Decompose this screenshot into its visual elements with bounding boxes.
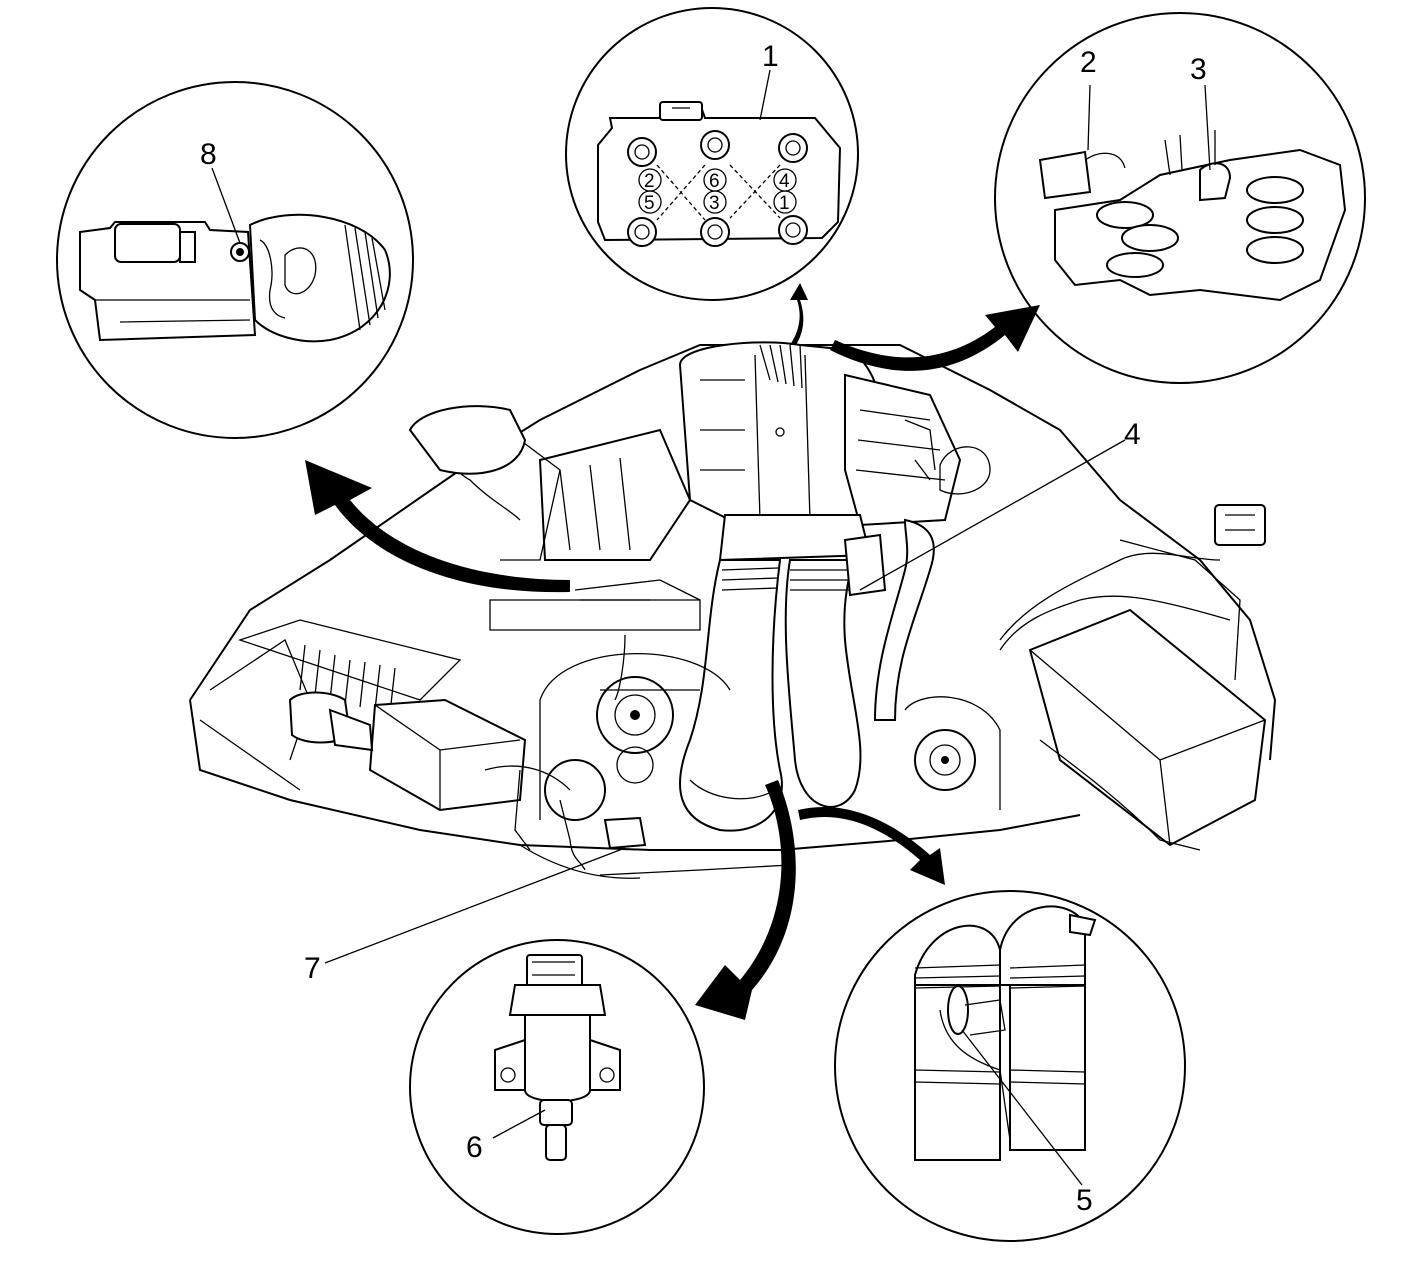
detail-circle-2-3: 2 3 bbox=[994, 12, 1366, 384]
callout-label-6: 6 bbox=[466, 1131, 483, 1164]
engine-bay-illustration bbox=[189, 341, 1277, 879]
callout-label-5: 5 bbox=[1076, 1184, 1093, 1217]
arrow-to-circle-2-3 bbox=[830, 305, 1040, 371]
cylinder-number-top-left: 2 bbox=[644, 171, 655, 192]
detail-circle-5: 5 bbox=[834, 890, 1186, 1242]
coil-towers bbox=[627, 130, 808, 247]
arrow-to-circle-5 bbox=[798, 807, 945, 885]
cylinder-number-bottom-middle: 3 bbox=[709, 193, 720, 214]
arrow-to-circle-1 bbox=[790, 283, 808, 345]
pointer-arrows bbox=[305, 283, 1040, 1020]
cylinder-number-top-right: 4 bbox=[779, 171, 790, 192]
detail-circle-1: 2 6 4 5 3 1 1 bbox=[565, 7, 859, 301]
detail-circle-6: 6 bbox=[409, 939, 705, 1235]
cylinder-number-bottom-right: 1 bbox=[779, 193, 790, 214]
detail-circle-8: 8 bbox=[56, 81, 414, 439]
cylinder-number-top-middle: 6 bbox=[709, 171, 720, 192]
callout-4: 4 bbox=[859, 418, 1141, 591]
callout-label-2: 2 bbox=[1080, 46, 1097, 79]
arrow-to-circle-6 bbox=[695, 780, 796, 1020]
callout-label-8: 8 bbox=[200, 138, 217, 171]
arrow-to-circle-8 bbox=[305, 460, 570, 593]
callout-label-1: 1 bbox=[762, 40, 779, 73]
cylinder-number-bottom-left: 5 bbox=[644, 193, 655, 214]
callout-label-7: 7 bbox=[304, 952, 321, 985]
callout-7: 7 bbox=[304, 847, 626, 985]
callout-label-4: 4 bbox=[1124, 418, 1141, 451]
callout-label-3: 3 bbox=[1190, 53, 1207, 86]
